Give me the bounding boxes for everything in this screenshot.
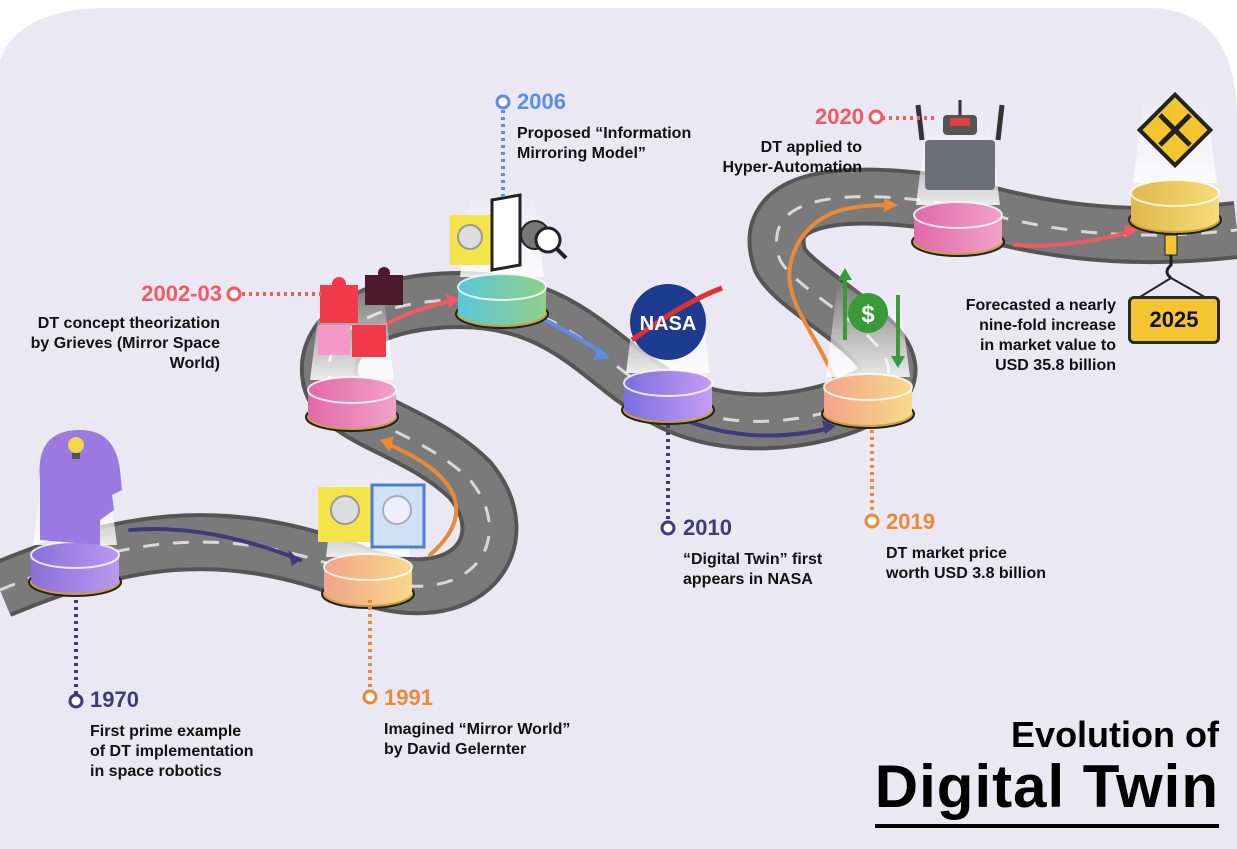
nasa-logo-text: NASA [640, 313, 697, 335]
puzzle-icon [318, 267, 403, 357]
year-2006: 2006 [517, 89, 566, 114]
desc-2002: DT concept theorization by Grieves (Mirr… [30, 315, 220, 372]
desc-2010: “Digital Twin” first appears in NASA [683, 551, 823, 588]
year-2002: 2002-03 [141, 281, 222, 306]
year-2010: 2010 [683, 515, 732, 540]
connectors [74, 110, 935, 695]
connector-dots [68, 94, 884, 709]
mirror-world-icon [318, 483, 426, 549]
title-line2: Digital Twin [874, 752, 1219, 828]
year-2019: 2019 [886, 509, 935, 534]
nasa-logo-icon: NASA [630, 284, 723, 360]
head-bulb-icon [39, 430, 122, 545]
year-2020: 2020 [815, 104, 864, 129]
svg-text:$: $ [861, 301, 875, 328]
title-line1: Evolution of [1011, 714, 1219, 755]
robot-icon [915, 100, 1005, 190]
desc-1970: First prime example of DT implementation… [90, 723, 254, 780]
desc-2006: Proposed “Information Mirroring Model” [517, 125, 692, 162]
desc-2019: DT market price worth USD 3.8 billion [886, 545, 1047, 582]
year-2025-badge: 2025 [1128, 296, 1220, 344]
progress-arrows [128, 198, 1138, 566]
desc-2020: DT applied to Hyper-Automation [722, 139, 862, 176]
hook-icon [1134, 234, 1211, 301]
dollar-growth-icon: $ [838, 268, 905, 368]
year-1991: 1991 [384, 685, 433, 710]
desc-2025: Forecasted a nearly nine-fold increase i… [965, 297, 1116, 374]
tools-sign-icon [1136, 91, 1214, 169]
desc-1991: Imagined “Mirror World” by David Gelernt… [384, 721, 571, 758]
year-1970: 1970 [90, 687, 139, 712]
information-mirror-icon [450, 193, 568, 272]
